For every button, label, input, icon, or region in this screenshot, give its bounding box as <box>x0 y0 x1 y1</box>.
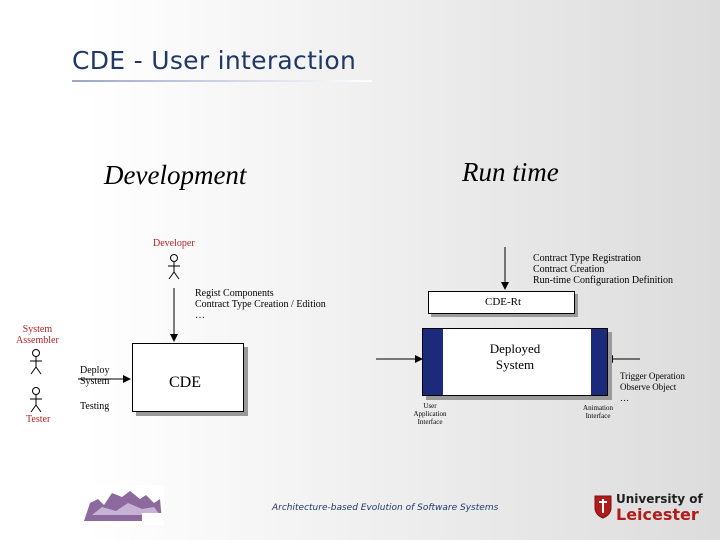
leicester-text: Leicester <box>616 505 699 524</box>
university-of-text: University of <box>616 492 703 506</box>
footer-text: Architecture-based Evolution of Software… <box>272 503 499 513</box>
shield-icon <box>594 495 612 519</box>
runtime-heading: Run time <box>462 157 559 187</box>
user-application-interface-label: User Application Interface <box>413 402 447 426</box>
deploy-system-label: Deploy System <box>80 365 110 387</box>
deployed-system-box: Deployed System <box>422 328 608 396</box>
trigger-operation-text: Trigger Operation Observe Object … <box>620 371 685 403</box>
cde-rt-label: CDE-Rt <box>485 296 522 308</box>
system-assembler-label: System Assembler <box>16 324 59 346</box>
animation-interface-bar <box>591 329 607 395</box>
deployed-system-label: Deployed System <box>489 341 541 372</box>
university-logo: University of Leicester <box>594 491 714 525</box>
cde-rt-box: CDE-Rt <box>428 291 575 314</box>
developer-label: Developer <box>153 238 195 249</box>
developer-actor-icon <box>168 254 180 280</box>
tester-label: Tester <box>26 414 51 425</box>
cde-box: CDE <box>132 343 244 412</box>
developer-actions-text: Regist Components Contract Type Creation… <box>195 288 326 321</box>
title-underline <box>72 80 372 82</box>
tester-actor-icon <box>30 387 42 413</box>
cde-label: CDE <box>169 374 201 391</box>
testing-label: Testing <box>80 401 110 412</box>
user-application-interface-bar <box>423 329 443 395</box>
runtime-actions-text: Contract Type Registration Contract Crea… <box>533 253 673 286</box>
development-heading: Development <box>104 160 247 190</box>
slide-title: CDE - User interaction <box>72 46 357 75</box>
animation-interface-label: Animation Interface <box>583 404 613 420</box>
castle-logo-image <box>82 485 164 525</box>
system-assembler-actor-icon <box>30 349 42 375</box>
